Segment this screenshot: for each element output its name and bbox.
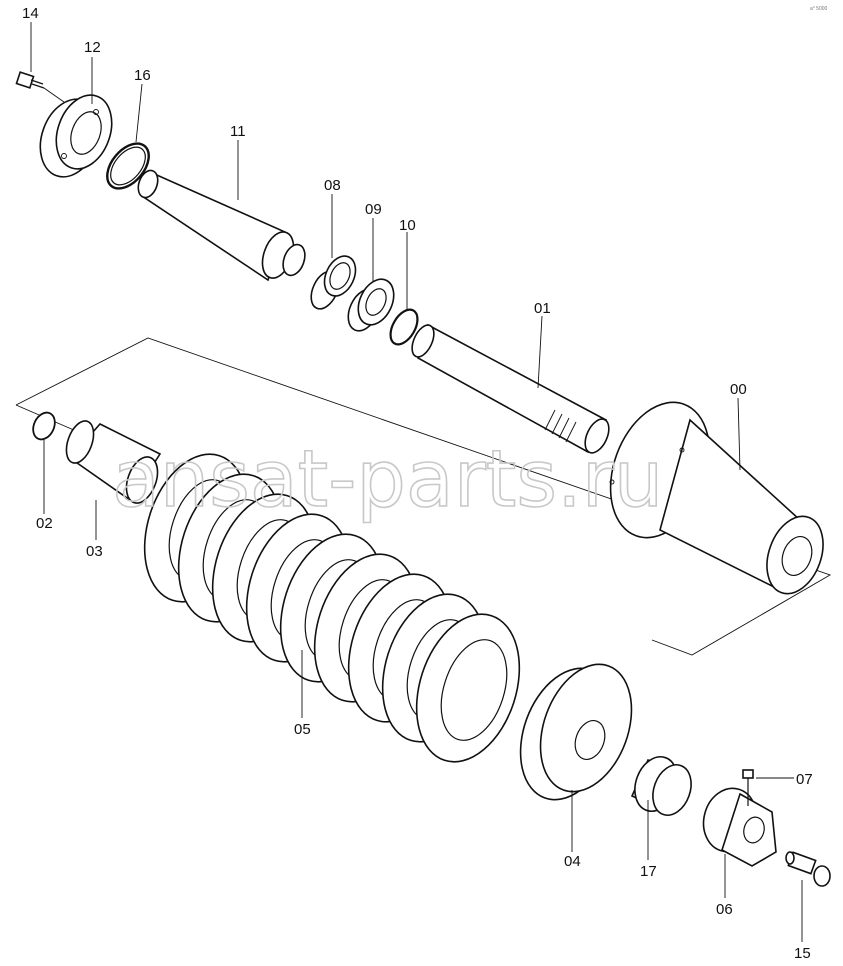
part-02-o-ring [32,411,56,441]
part-12-cover [39,94,113,178]
label-00: 00 [730,381,747,398]
part-15-grease-fitting [785,851,831,887]
label-15: 15 [794,945,811,962]
part-05-spring [143,453,521,763]
label-01: 01 [534,300,551,317]
assembly-outline [15,337,832,656]
label-14: 14 [22,5,39,22]
label-11: 11 [230,123,246,140]
part-03-sleeve [65,420,162,504]
watermark: ansat-parts.ru [112,435,663,525]
part-04-retainer [519,663,633,801]
label-08: 08 [324,177,341,194]
part-00-cylinder [609,401,824,595]
part-11-shaft [137,169,306,282]
label-04: 04 [564,853,581,870]
label-03: 03 [86,543,103,560]
label-16: 16 [134,67,151,84]
label-05: 05 [294,721,311,738]
part-17-collar [630,756,692,816]
part-08-bushing [310,255,357,310]
label-12: 12 [84,39,101,56]
label-17: 17 [640,863,657,880]
part-06-nut [702,787,777,867]
spring-coil-inner [440,639,508,741]
part-14-bolt [15,71,65,103]
label-02: 02 [36,515,53,532]
label-06: 06 [716,901,733,918]
leader-lines [30,22,803,942]
spring-coil [415,613,521,763]
label-07: 07 [796,771,813,788]
part-09-seal [347,278,395,332]
label-09: 09 [365,201,382,218]
part-16-o-ring [106,142,150,190]
part-07-small-bolt [742,769,794,806]
part-01-rod [411,323,610,454]
corner-note: a° 5000 [810,6,828,12]
part-10-snap-ring [389,308,419,346]
label-10: 10 [399,217,416,234]
